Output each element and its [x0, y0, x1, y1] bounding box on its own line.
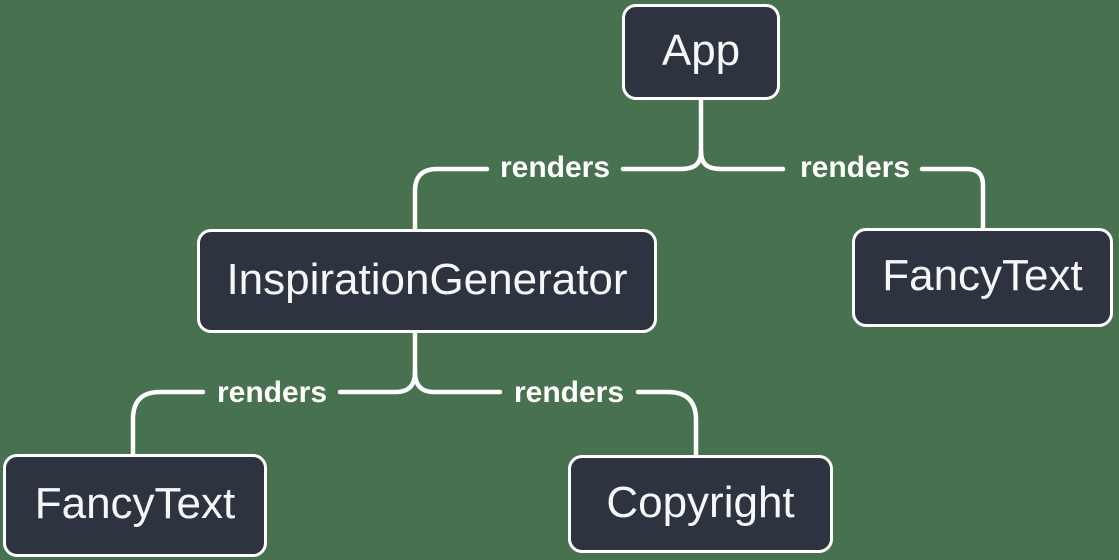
node-fancy-text-top-right: FancyText	[852, 228, 1113, 327]
node-fancy-text-bottom-left: FancyText	[3, 454, 267, 557]
edge-label-app-renders-inspiration-generator: renders	[499, 151, 611, 184]
node-copyright: Copyright	[568, 455, 833, 553]
app-to-fancy-text-elbow-line	[919, 166, 986, 231]
inspiration-generator-to-fancy-text-elbow-line	[130, 389, 206, 457]
inspiration-generator-to-copyright-elbow-line	[635, 389, 699, 458]
inspiration-generator-left-fork-line	[337, 369, 418, 395]
edge-label-app-renders-fancy-text: renders	[799, 151, 911, 184]
app-to-inspiration-generator-elbow-line	[412, 166, 490, 232]
node-inspiration-generator: InspirationGenerator	[197, 229, 657, 333]
app-right-fork-line	[698, 148, 786, 172]
app-left-fork-line	[620, 148, 704, 172]
edge-label-inspiration-generator-renders-copyright: renders	[513, 376, 625, 409]
inspiration-generator-right-fork-line	[412, 369, 503, 395]
edge-label-inspiration-generator-renders-fancy-text: renders	[216, 376, 328, 409]
node-app: App	[622, 4, 780, 100]
